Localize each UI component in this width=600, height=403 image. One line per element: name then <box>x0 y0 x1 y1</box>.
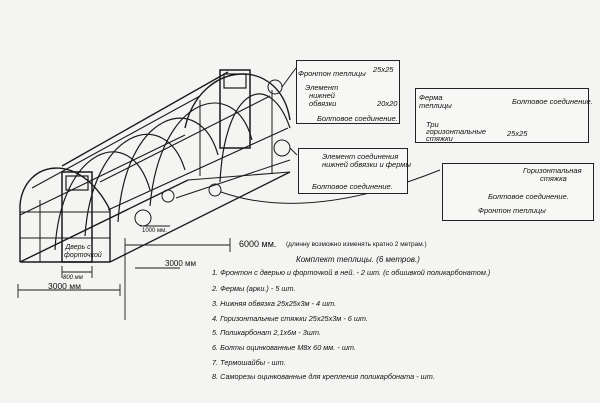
leader-2 <box>289 147 298 156</box>
d1-element-l3: обвязки <box>309 99 337 108</box>
d4-horiz-l1: Горизонтальная <box>523 166 582 175</box>
kit-item: 1. Фронтон с дверью и форточкой в ней. -… <box>212 268 491 277</box>
d4-bolt-label: Болтовое соединение. <box>488 192 569 201</box>
arch-3 <box>84 133 186 237</box>
kit-item: 5. Поликарбонат 2,1х6м - 3шт. <box>212 328 321 337</box>
door-label: Дверь с форточкой <box>64 244 102 260</box>
width-total-label: 3000 мм <box>165 259 197 268</box>
d3-conn-l1: Элемент соединения <box>322 152 399 161</box>
d2-tri-l3: стяжки <box>426 134 453 143</box>
width-front-label: 3000 мм <box>48 281 81 291</box>
leader-4 <box>175 159 291 199</box>
arch-spacing-label: 1000 мм. <box>142 228 167 234</box>
kit-title: Комплект теплицы. (6 метров.) <box>296 255 420 264</box>
d1-element-l1: Элемент <box>305 83 339 92</box>
detail-box-horizontal <box>442 163 594 221</box>
length-label: 6000 мм. <box>239 239 277 249</box>
bottom-binding-right <box>109 171 291 263</box>
front-arch <box>19 167 111 262</box>
length-note: (длинну возможно изменять кратно 2 метра… <box>286 241 427 248</box>
d2-bolt-label: Болтовое соединение. <box>512 97 593 106</box>
greenhouse-frame <box>19 69 291 263</box>
d2-size: 25х25 <box>507 129 528 138</box>
d2-ferma-l2: теплицы <box>419 101 452 110</box>
detail-box-fronton <box>296 60 400 124</box>
detail-box-ferma <box>415 88 589 143</box>
tie-left-wall <box>19 134 186 216</box>
detail-callouts <box>134 67 441 227</box>
arch-5 <box>149 102 253 207</box>
d2-ferma-l1: Ферма <box>419 93 443 102</box>
kit-item: 2. Фермы (арки.) - 5 шт. <box>212 284 296 293</box>
callout-circle-4 <box>134 209 152 227</box>
d3-conn-l2: нижней обвязки и фермы <box>322 160 411 169</box>
arch-2 <box>54 151 151 251</box>
tie-top <box>61 71 229 167</box>
door-width-label: 800 мм <box>63 275 83 281</box>
kit-item: 6. Болты оцинкованные М8х 60 мм. - шт. <box>212 343 356 352</box>
tie-upper-left <box>31 95 201 189</box>
d4-fronton-label: Фронтон теплицы <box>478 206 546 215</box>
tie-upper-right <box>99 95 271 183</box>
d1-element-l2: нижней <box>309 91 335 100</box>
callout-circle-3 <box>208 183 222 197</box>
back-window <box>223 73 247 89</box>
kit-item: 7. Термошайбы - шт. <box>212 358 286 367</box>
front-window <box>65 175 89 191</box>
back-base <box>187 171 291 181</box>
leader-3 <box>220 169 441 204</box>
arch-4 <box>117 117 219 223</box>
detail-box-connection <box>298 148 408 194</box>
front-door <box>61 171 93 263</box>
callout-circle-2 <box>273 139 291 157</box>
d2-tri-l2: горизонтальные <box>426 127 487 136</box>
d1-fronton-label: Фронтон теплицы <box>298 69 366 78</box>
bottom-binding-left <box>19 179 189 263</box>
tie-mid-right <box>107 127 289 211</box>
d2-tri-l1: Три <box>426 120 439 129</box>
kit-item: 3. Нижняя обвязка 25х25х3м - 4 шт. <box>212 299 337 308</box>
d1-size-b: 20х20 <box>377 99 398 108</box>
back-door <box>219 69 251 149</box>
dimension-lines <box>17 225 231 320</box>
kit-item: 4. Горизонтальные стяжки 25х25х3м - 6 шт… <box>212 314 368 323</box>
leader-1 <box>281 67 297 88</box>
d3-bolt-label: Болтовое соединение. <box>312 182 393 191</box>
kit-item: 8. Саморезы оцинкованные для крепления п… <box>212 372 435 381</box>
callout-circle-5 <box>161 189 175 203</box>
d1-size-a: 25х25 <box>373 65 394 74</box>
d1-bolt-label: Болтовое соединение. <box>317 114 398 123</box>
d4-horiz-l2: стяжка <box>540 174 567 183</box>
